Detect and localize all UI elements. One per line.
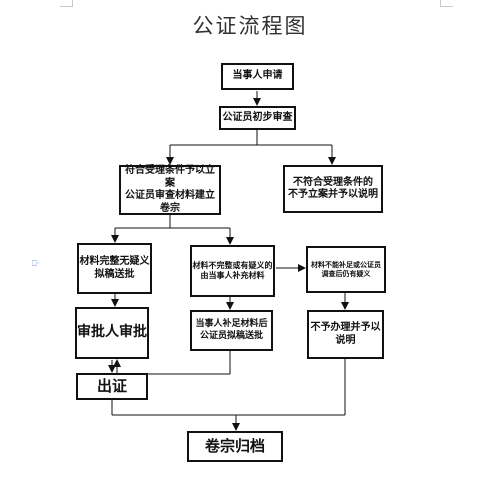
node-refuse: 不予办理并予以说明: [307, 310, 384, 359]
paragraph-anchor-icon: ⎕·: [32, 259, 40, 268]
page-corner-mark-left: [60, 0, 73, 7]
node-certify: 出证: [76, 373, 148, 400]
node-complete: 材料完整无疑义 拟稿送批: [77, 243, 152, 294]
node-cannot-supplement: 材料不能补足或公证员 调查后仍有疑义: [306, 246, 386, 293]
node-accept: 符合受理条件予以立案 公证员审查材料建立卷宗: [119, 165, 221, 215]
node-incomplete: 材料不完整或有疑义的 由当事人补充材料: [190, 245, 275, 297]
node-approve: 审批人审批: [75, 307, 149, 359]
node-archive: 卷宗归档: [187, 431, 283, 462]
node-initial-review: 公证员初步审查: [219, 106, 296, 130]
node-reject: 不符合受理条件的 不予立案并予以说明: [283, 165, 383, 213]
page-title: 公证流程图: [192, 14, 308, 38]
page-corner-mark-right: [440, 0, 453, 7]
node-supplement-done: 当事人补足材料后 公证员拟稿送批: [190, 310, 273, 351]
node-apply: 当事人申请: [221, 63, 294, 90]
